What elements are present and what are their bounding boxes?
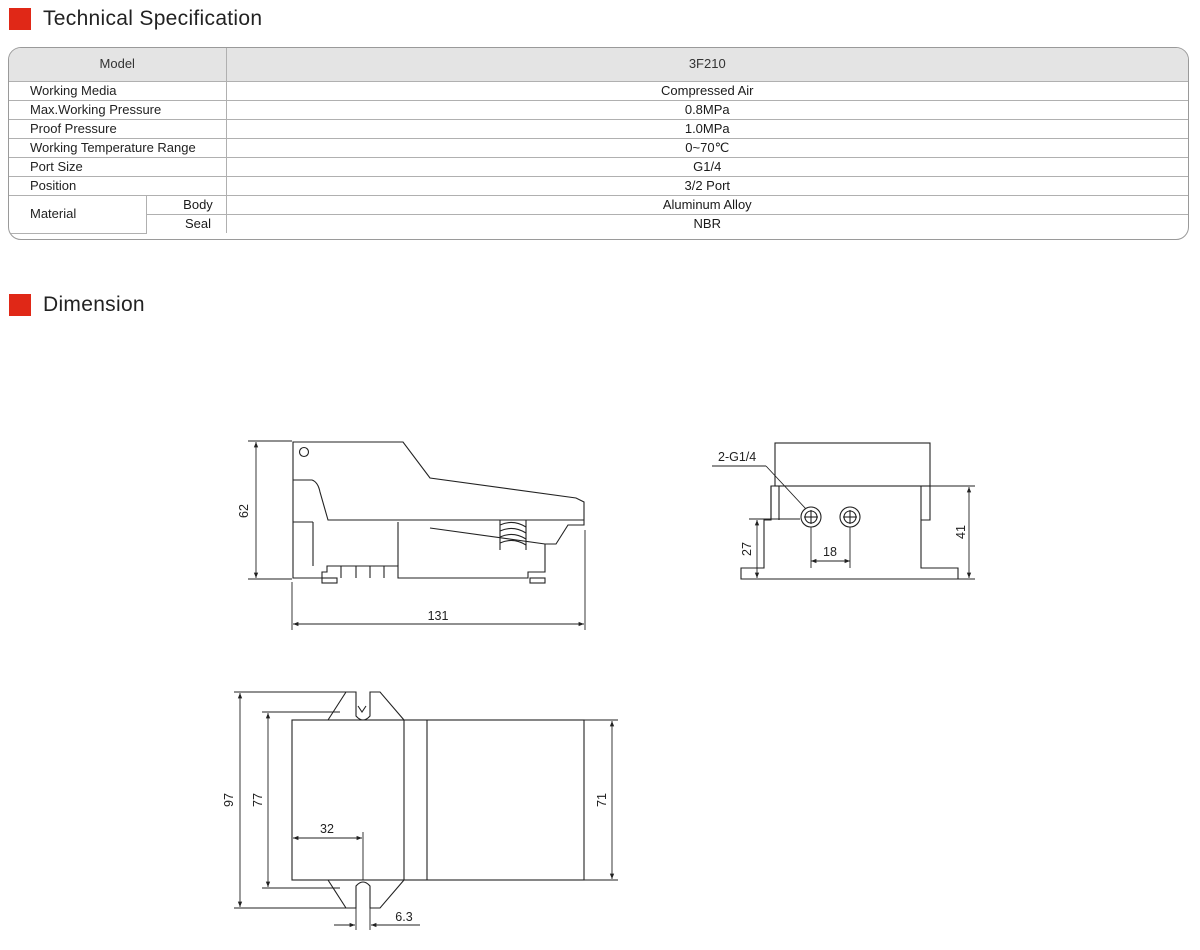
dim-71-label: 71 (595, 793, 609, 807)
top-view-dimensions (234, 691, 618, 930)
seal-value: NBR (225, 213, 1188, 233)
row-label: Port Size (9, 156, 227, 177)
dimension-title-text: Dimension (43, 293, 145, 316)
section-marker-icon (9, 8, 31, 30)
dim-18-label: 18 (823, 545, 837, 559)
spec-title-text: Technical Specification (43, 7, 263, 30)
table-row: Proof Pressure 1.0MPa (9, 118, 1188, 139)
table-row: Seal NBR (9, 213, 1188, 233)
table-row: Position 3/2 Port (9, 175, 1188, 196)
dim-62-label: 62 (237, 504, 251, 518)
body-label: Body (145, 194, 227, 215)
front-view-drawing (740, 442, 959, 580)
row-label: Working Media (9, 80, 227, 101)
dim-27-label: 27 (740, 542, 754, 556)
model-value: 3F210 (225, 48, 1188, 82)
dim-41-label: 41 (954, 525, 968, 539)
seal-label: Seal (146, 213, 227, 233)
front-view-dimensions (712, 465, 975, 580)
dim-32-label: 32 (320, 822, 334, 836)
material-label: Material (9, 194, 147, 234)
dim-131-label: 131 (428, 609, 449, 623)
dim-6-3-label: 6.3 (395, 910, 412, 924)
table-header-row: Model 3F210 (9, 48, 1188, 82)
port-size-label: 2-G1/4 (718, 450, 756, 464)
spec-section-title: Technical Specification (9, 7, 262, 31)
dimension-section-title: Dimension (9, 293, 145, 317)
dim-97-label: 97 (222, 793, 236, 807)
side-view-drawing (292, 441, 585, 584)
spec-table: Model 3F210 Working Media Compressed Air… (8, 47, 1189, 240)
side-view-dimensions (248, 440, 586, 630)
model-label: Model (9, 48, 227, 82)
section-marker-icon (9, 294, 31, 316)
table-row: Port Size G1/4 (9, 156, 1188, 177)
dim-77-label: 77 (251, 793, 265, 807)
top-view-drawing (291, 691, 585, 909)
